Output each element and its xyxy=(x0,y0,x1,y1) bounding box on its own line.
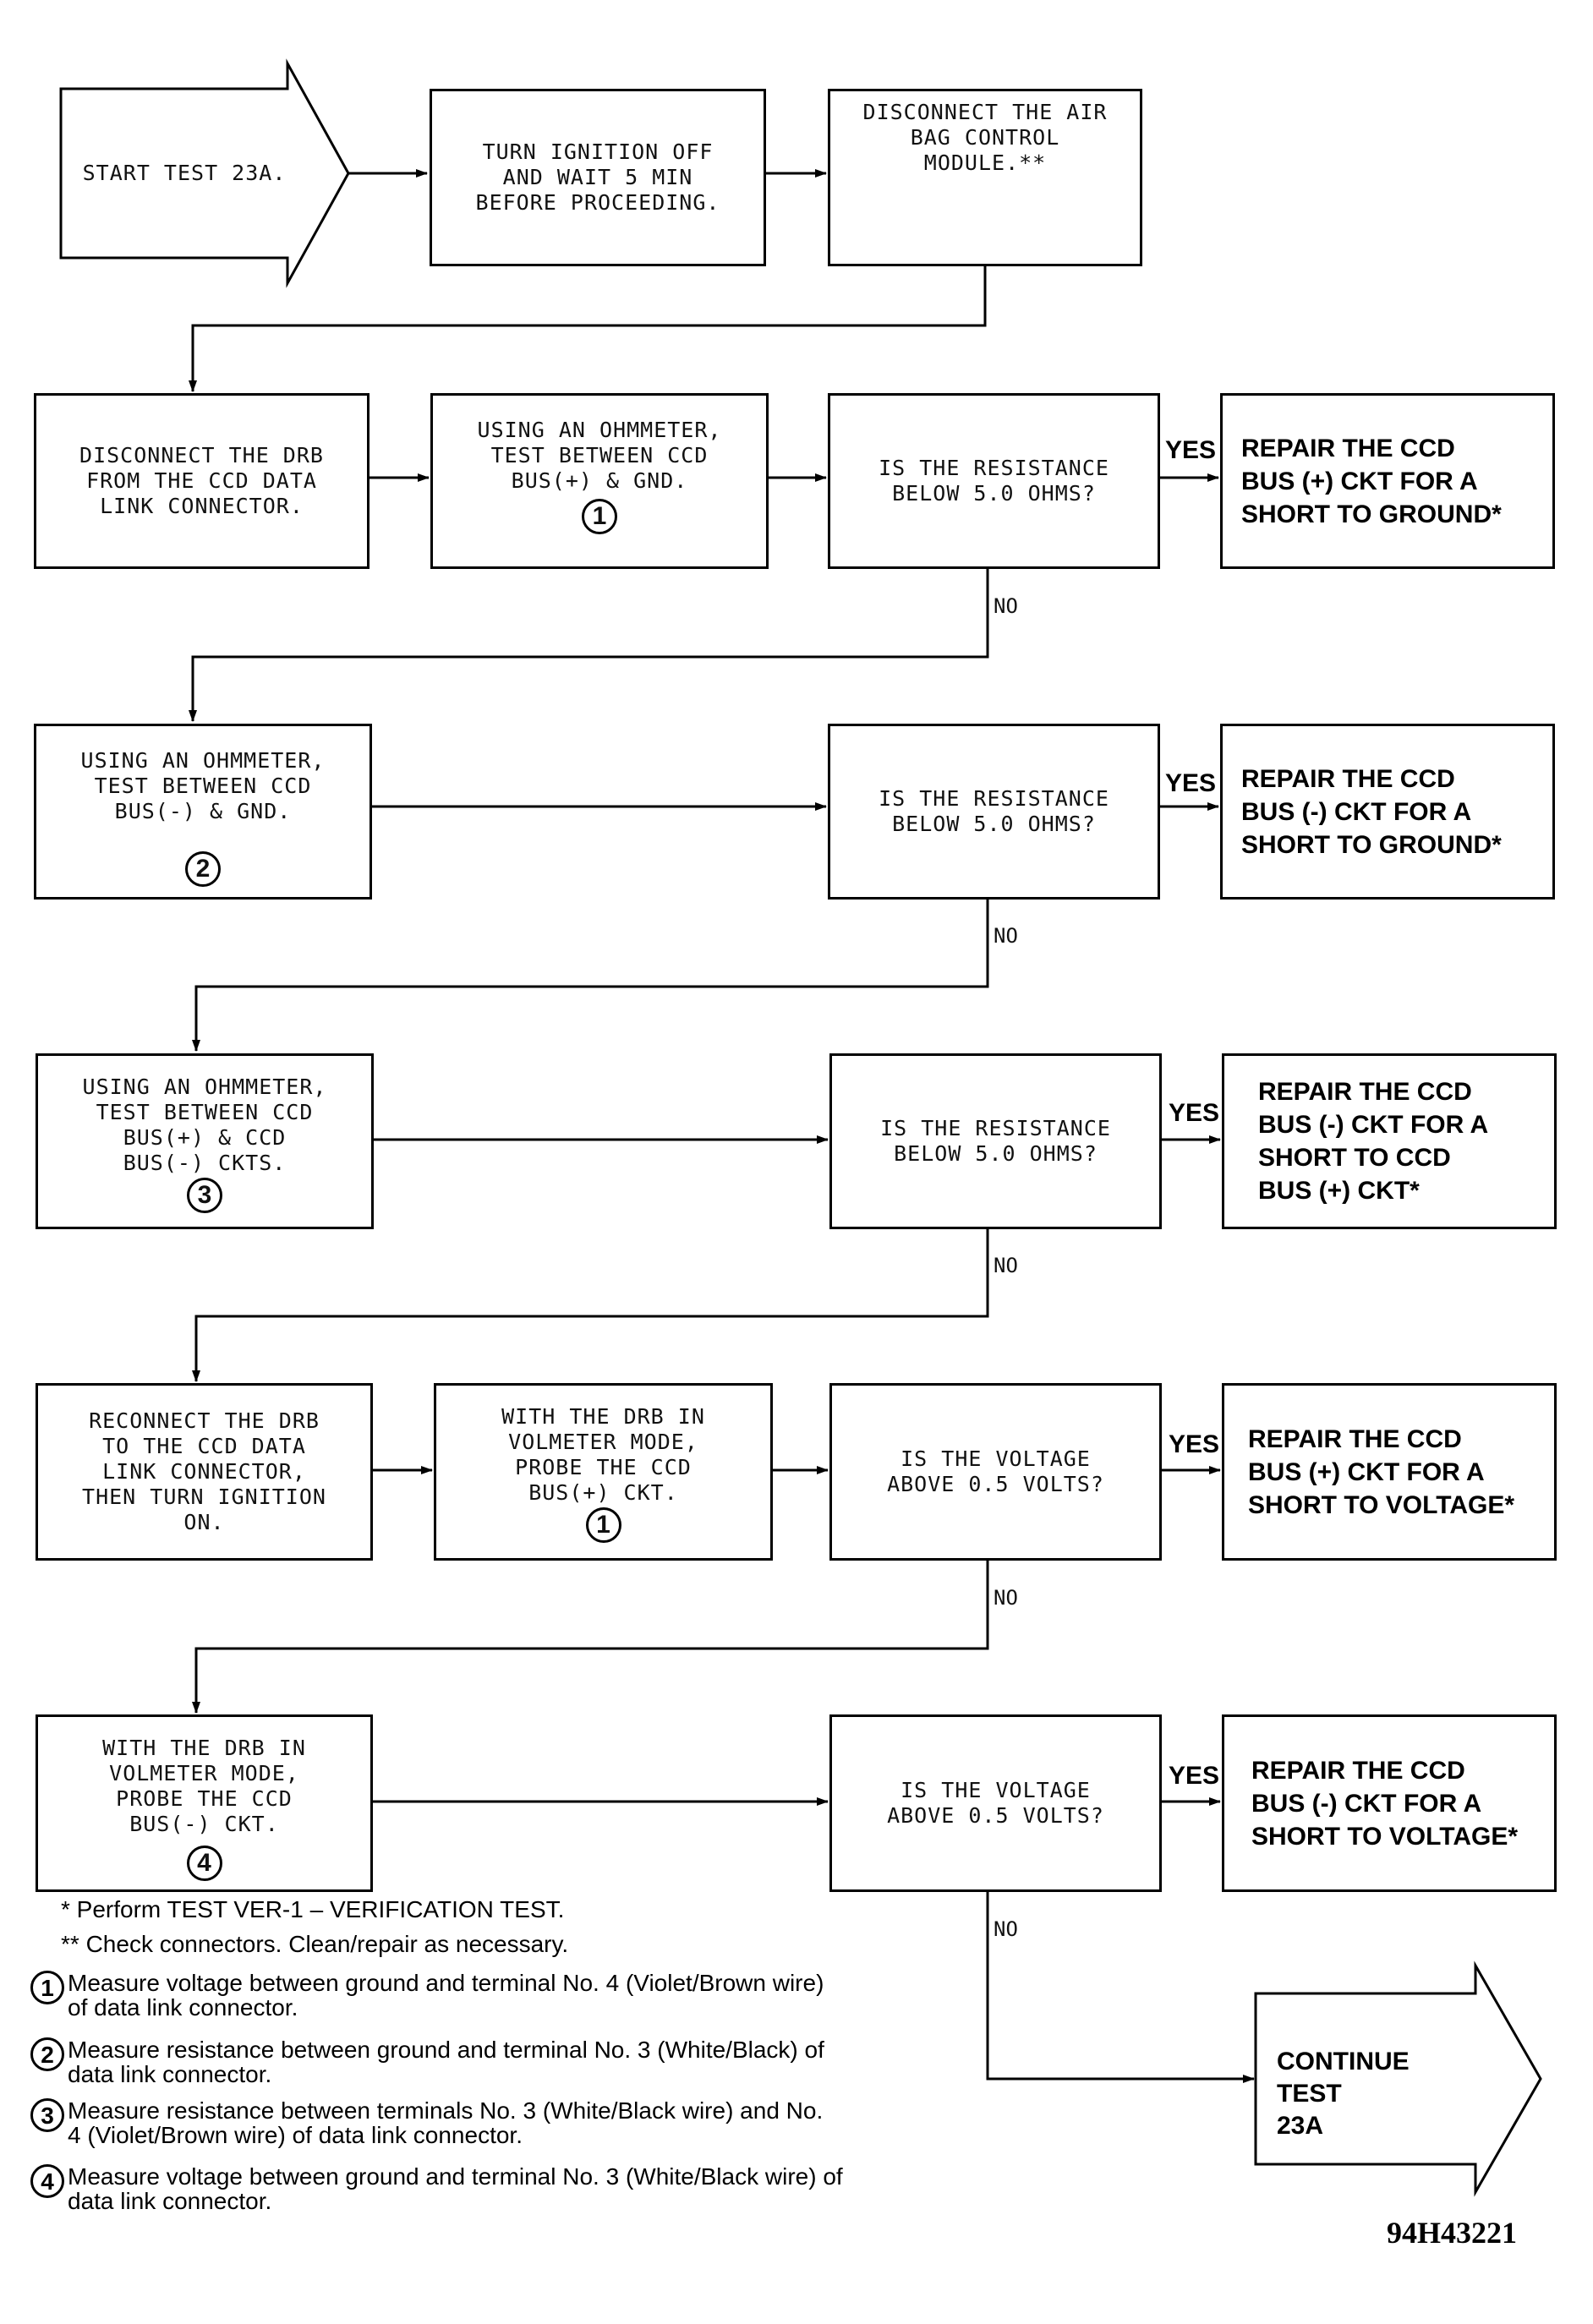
repair-text: REPAIR THE CCD BUS (+) CKT FOR A SHORT T… xyxy=(1241,434,1502,528)
marker-1: 1 xyxy=(582,499,617,534)
yes-label: YES xyxy=(1169,1099,1220,1127)
step-text: DISCONNECT THE DRB FROM THE CCD DATA LIN… xyxy=(79,443,324,518)
footnote-3: 3 Measure resistance between terminals N… xyxy=(30,2098,977,2147)
yes-label: YES xyxy=(1165,436,1217,464)
decision-voltage-1: IS THE VOLTAGE ABOVE 0.5 VOLTS? xyxy=(829,1383,1162,1561)
step-text: USING AN OHMMETER, TEST BETWEEN CCD BUS(… xyxy=(82,1075,327,1175)
step-text: RECONNECT THE DRB TO THE CCD DATA LINK C… xyxy=(82,1408,326,1534)
decision-text: IS THE RESISTANCE BELOW 5.0 OHMS? xyxy=(879,786,1109,836)
repair-bus-plus-short-ground: REPAIR THE CCD BUS (+) CKT FOR A SHORT T… xyxy=(1220,393,1555,569)
start-test-text: START TEST 23A. xyxy=(82,161,287,185)
start-arrow-shape xyxy=(59,58,350,288)
decision-text: IS THE VOLTAGE ABOVE 0.5 VOLTS? xyxy=(887,1446,1104,1496)
footnote-text: Measure resistance between terminals No.… xyxy=(68,2097,824,2148)
repair-text: REPAIR THE CCD BUS (-) CKT FOR A SHORT T… xyxy=(1251,1756,1519,1851)
yes-label: YES xyxy=(1165,769,1217,797)
decision-voltage-2: IS THE VOLTAGE ABOVE 0.5 VOLTS? xyxy=(829,1714,1162,1892)
step-text: DISCONNECT THE AIR BAG CONTROL MODULE.** xyxy=(862,100,1108,175)
step-volmeter-bus-minus: WITH THE DRB IN VOLMETER MODE, PROBE THE… xyxy=(36,1714,373,1892)
step-disconnect-drb: DISCONNECT THE DRB FROM THE CCD DATA LIN… xyxy=(34,393,370,569)
continue-arrow-shape xyxy=(1254,1960,1542,2197)
decision-text: IS THE RESISTANCE BELOW 5.0 OHMS? xyxy=(879,456,1109,506)
footnote-text: Measure resistance between ground and te… xyxy=(68,2037,824,2087)
step-ohmmeter-bus-plus-gnd: USING AN OHMMETER, TEST BETWEEN CCD BUS(… xyxy=(430,393,769,569)
footnote-4: 4 Measure voltage between ground and ter… xyxy=(30,2164,977,2213)
no-label: NO xyxy=(994,1586,1018,1610)
footnote-marker: 3 xyxy=(30,2098,64,2132)
decision-text: IS THE VOLTAGE ABOVE 0.5 VOLTS? xyxy=(887,1778,1104,1828)
yes-label: YES xyxy=(1169,1762,1220,1790)
footnote-text: Measure voltage between ground and termi… xyxy=(68,2163,843,2214)
marker-1: 1 xyxy=(585,1507,621,1543)
footnote-marker: 4 xyxy=(30,2164,64,2198)
continue-test-label: CONTINUE TEST 23A xyxy=(1277,2048,1410,2140)
yes-label: YES xyxy=(1169,1430,1220,1458)
no-label: NO xyxy=(994,1917,1018,1941)
no-label: NO xyxy=(994,1254,1018,1277)
footnote-text: Measure voltage between ground and termi… xyxy=(68,1970,824,2021)
marker-4: 4 xyxy=(186,1846,222,1881)
footnote-marker: 1 xyxy=(30,1971,64,2004)
step-text: USING AN OHMMETER, TEST BETWEEN CCD BUS(… xyxy=(80,748,326,823)
marker-2: 2 xyxy=(185,851,221,887)
footnote-1: 1 Measure voltage between ground and ter… xyxy=(30,1971,977,2020)
repair-bus-minus-short-voltage: REPAIR THE CCD BUS (-) CKT FOR A SHORT T… xyxy=(1222,1714,1557,1892)
repair-bus-minus-short-ccd: REPAIR THE CCD BUS (-) CKT FOR A SHORT T… xyxy=(1222,1053,1557,1229)
step-disconnect-air-bag-module: DISCONNECT THE AIR BAG CONTROL MODULE.** xyxy=(828,89,1142,266)
marker-3: 3 xyxy=(187,1178,222,1213)
figure-id: 94H43221 xyxy=(1387,2216,1518,2250)
footnote-2: 2 Measure resistance between ground and … xyxy=(30,2037,977,2086)
repair-bus-minus-short-ground: REPAIR THE CCD BUS (-) CKT FOR A SHORT T… xyxy=(1220,724,1555,900)
repair-text: REPAIR THE CCD BUS (-) CKT FOR A SHORT T… xyxy=(1241,764,1502,859)
decision-text: IS THE RESISTANCE BELOW 5.0 OHMS? xyxy=(880,1116,1111,1166)
decision-resistance-2: IS THE RESISTANCE BELOW 5.0 OHMS? xyxy=(828,724,1160,900)
start-test-label: START TEST 23A. xyxy=(74,152,294,194)
footnote-marker: 2 xyxy=(30,2037,64,2071)
decision-resistance-3: IS THE RESISTANCE BELOW 5.0 OHMS? xyxy=(829,1053,1162,1229)
repair-text: REPAIR THE CCD BUS (-) CKT FOR A SHORT T… xyxy=(1258,1078,1489,1205)
step-text: USING AN OHMMETER, TEST BETWEEN CCD BUS(… xyxy=(477,418,722,493)
step-text: WITH THE DRB IN VOLMETER MODE, PROBE THE… xyxy=(501,1404,705,1505)
repair-text: REPAIR THE CCD BUS (+) CKT FOR A SHORT T… xyxy=(1248,1424,1515,1519)
step-text: WITH THE DRB IN VOLMETER MODE, PROBE THE… xyxy=(102,1736,306,1836)
step-volmeter-bus-plus: WITH THE DRB IN VOLMETER MODE, PROBE THE… xyxy=(434,1383,773,1561)
no-label: NO xyxy=(994,924,1018,948)
repair-bus-plus-short-voltage: REPAIR THE CCD BUS (+) CKT FOR A SHORT T… xyxy=(1222,1383,1557,1561)
step-text: TURN IGNITION OFF AND WAIT 5 MIN BEFORE … xyxy=(475,139,720,215)
no-label: NO xyxy=(994,594,1018,618)
step-turn-ignition-off: TURN IGNITION OFF AND WAIT 5 MIN BEFORE … xyxy=(430,89,766,266)
note-star: * Perform TEST VER-1 – VERIFICATION TEST… xyxy=(61,1896,565,1922)
step-reconnect-drb: RECONNECT THE DRB TO THE CCD DATA LINK C… xyxy=(36,1383,373,1561)
note-double-star: ** Check connectors. Clean/repair as nec… xyxy=(61,1931,569,1957)
step-ohmmeter-bus-plus-minus: USING AN OHMMETER, TEST BETWEEN CCD BUS(… xyxy=(36,1053,374,1229)
step-ohmmeter-bus-minus-gnd: USING AN OHMMETER, TEST BETWEEN CCD BUS(… xyxy=(34,724,372,900)
decision-resistance-1: IS THE RESISTANCE BELOW 5.0 OHMS? xyxy=(828,393,1160,569)
